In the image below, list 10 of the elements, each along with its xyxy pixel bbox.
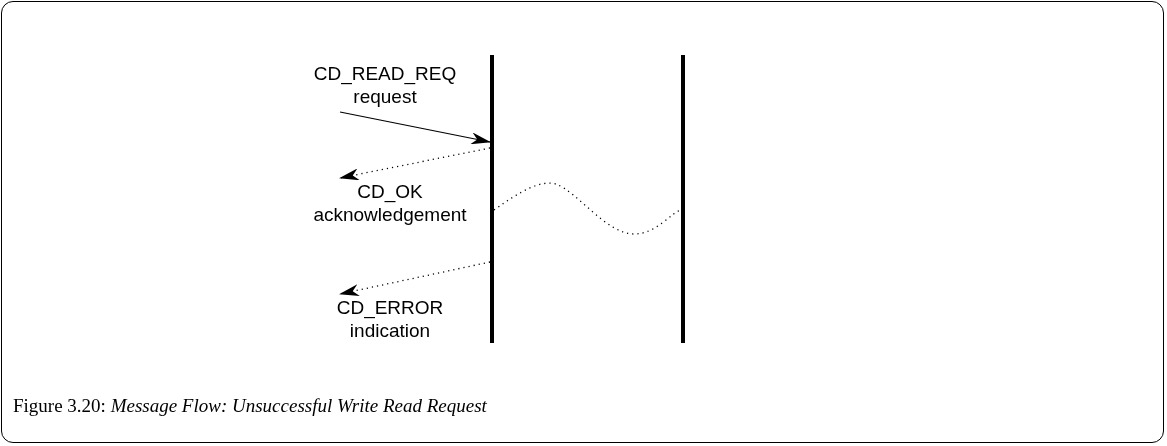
message-arrow: [339, 111, 491, 145]
figure-caption: Figure 3.20: Message Flow: Unsuccessful Write Read Request: [13, 395, 487, 417]
connector-line: [493, 182, 682, 235]
message-arrow: [339, 147, 491, 181]
lifeline-bar: [490, 55, 494, 343]
message-arrow: [339, 261, 491, 296]
lifeline-bar: [681, 55, 685, 343]
message-label: CD_ERROR indication: [320, 296, 460, 344]
message-label: CD_OK acknowledgement: [300, 180, 480, 228]
message-label: CD_READ_REQ request: [310, 62, 460, 110]
